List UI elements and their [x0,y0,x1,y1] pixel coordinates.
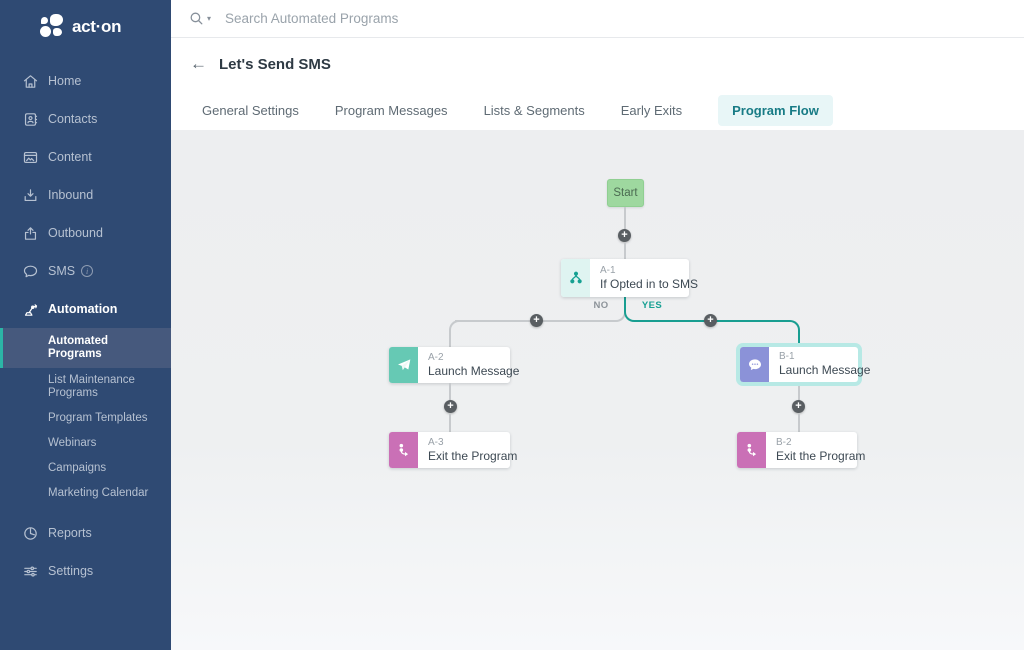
step-label: Launch Message [779,363,871,377]
connector-line [624,207,626,230]
flow-node-a1-condition[interactable]: A-1 If Opted in to SMS [561,259,698,297]
sidebar: act·on Home Contacts Content Inbound Out… [0,0,171,650]
sidebar-item-automation[interactable]: Automation [0,290,171,328]
acton-logo-text: act·on [72,17,122,36]
sidebar-nav: Home Contacts Content Inbound Outbound S… [0,62,171,590]
submenu-item-list-maintenance-programs[interactable]: List Maintenance Programs [48,374,135,399]
add-step-button-yes-branch[interactable]: + [704,314,717,327]
step-label: Exit the Program [776,448,866,463]
sidebar-item-label: Outbound [48,226,103,240]
back-arrow-icon[interactable]: ← [190,54,207,73]
tab-bar: General Settings Program Messages Lists … [171,90,1024,130]
step-label: Exit the Program [428,448,518,463]
sidebar-item-label: Settings [48,564,94,578]
connector-line [624,243,626,259]
flow-node-a3-exit-program[interactable]: A-3 Exit the Program [389,432,517,468]
yes-branch-line [624,297,782,322]
chat-icon [740,347,769,382]
outbound-icon [22,225,39,242]
step-label: Launch Message [428,363,520,378]
start-node[interactable]: Start [607,179,644,207]
contacts-icon [22,111,39,128]
page-title: Let's Send SMS [219,55,331,73]
sidebar-item-content[interactable]: Content [0,138,171,176]
sidebar-item-label: Inbound [48,188,94,202]
search-input[interactable] [225,11,646,26]
add-step-button[interactable]: + [792,400,805,413]
tab-program-flow[interactable]: Program Flow [718,94,833,126]
no-branch-label: NO [593,300,609,311]
sidebar-item-label: Content [48,150,92,164]
connector-line [798,386,800,401]
exit-icon [389,432,418,468]
add-step-button-no-branch[interactable]: + [530,314,543,327]
acton-logo[interactable]: act·on [0,0,171,44]
submenu-item-campaigns[interactable]: Campaigns [48,462,107,474]
no-branch-line [449,320,477,348]
sidebar-item-label: Reports [48,526,92,540]
sms-icon [22,263,39,280]
step-label: If Opted in to SMS [600,276,699,291]
step-id: A-2 [428,351,444,363]
top-search-bar: ▾ [171,0,1024,38]
sidebar-item-label: Contacts [48,112,98,126]
home-icon [22,73,39,90]
sidebar-item-settings[interactable]: Settings [0,552,171,590]
acton-logo-icon [40,14,66,40]
flow-node-b1-launch-message[interactable]: B-1 Launch Message [740,347,870,382]
send-icon [389,347,418,383]
tab-general-settings[interactable]: General Settings [202,102,299,118]
page-header: ← Let's Send SMS [171,38,1024,90]
flow-node-b2-exit-program[interactable]: B-2 Exit the Program [737,432,865,468]
connector-line [449,383,451,401]
step-id: A-1 [600,264,616,276]
settings-icon [22,563,39,580]
search-icon[interactable]: ▾ [188,10,211,27]
sidebar-item-home[interactable]: Home [0,62,171,100]
content-icon [22,149,39,166]
info-icon[interactable]: i [81,265,94,277]
reports-icon [22,525,39,542]
flow-node-b1-selection-ring[interactable]: B-1 Launch Message [736,343,870,386]
search-scope-caret-icon[interactable]: ▾ [207,14,212,23]
submenu-item-webinars[interactable]: Webinars [48,437,97,449]
connector-line [449,414,451,432]
tab-early-exits[interactable]: Early Exits [620,102,683,118]
automation-icon [22,301,39,318]
sidebar-item-label: Automation [48,302,118,316]
sidebar-item-reports[interactable]: Reports [0,514,171,552]
tab-program-messages[interactable]: Program Messages [334,102,448,118]
sidebar-item-label: SMS [48,264,76,278]
submenu-item-program-templates[interactable]: Program Templates [48,412,148,424]
yes-branch-label: YES [641,300,663,311]
exit-icon [737,432,766,468]
yes-branch-line [781,320,800,345]
program-flow-canvas[interactable]: Start + A-1 If Opted in to SMS NO [171,130,1024,650]
automation-submenu: Automated Programs List Maintenance Prog… [0,328,171,506]
sidebar-item-outbound[interactable]: Outbound [0,214,171,252]
sidebar-item-label: Home [48,74,82,88]
step-id: B-1 [779,351,795,362]
flow-node-a2-launch-message[interactable]: A-2 Launch Message [389,347,519,383]
connector-line [798,414,800,432]
submenu-item-marketing-calendar[interactable]: Marketing Calendar [48,487,149,499]
inbound-icon [22,187,39,204]
add-step-button[interactable]: + [444,400,457,413]
submenu-item-automated-programs[interactable]: Automated Programs [0,328,171,368]
tab-lists-segments[interactable]: Lists & Segments [483,102,585,118]
condition-icon [561,259,590,297]
sidebar-item-sms[interactable]: SMS i [0,252,171,290]
step-id: B-2 [776,436,792,448]
step-id: A-3 [428,436,444,448]
sidebar-item-contacts[interactable]: Contacts [0,100,171,138]
main-area: ▾ ← Let's Send SMS General Settings Prog… [171,0,1024,650]
add-step-button[interactable]: + [618,229,631,242]
sidebar-item-inbound[interactable]: Inbound [0,176,171,214]
